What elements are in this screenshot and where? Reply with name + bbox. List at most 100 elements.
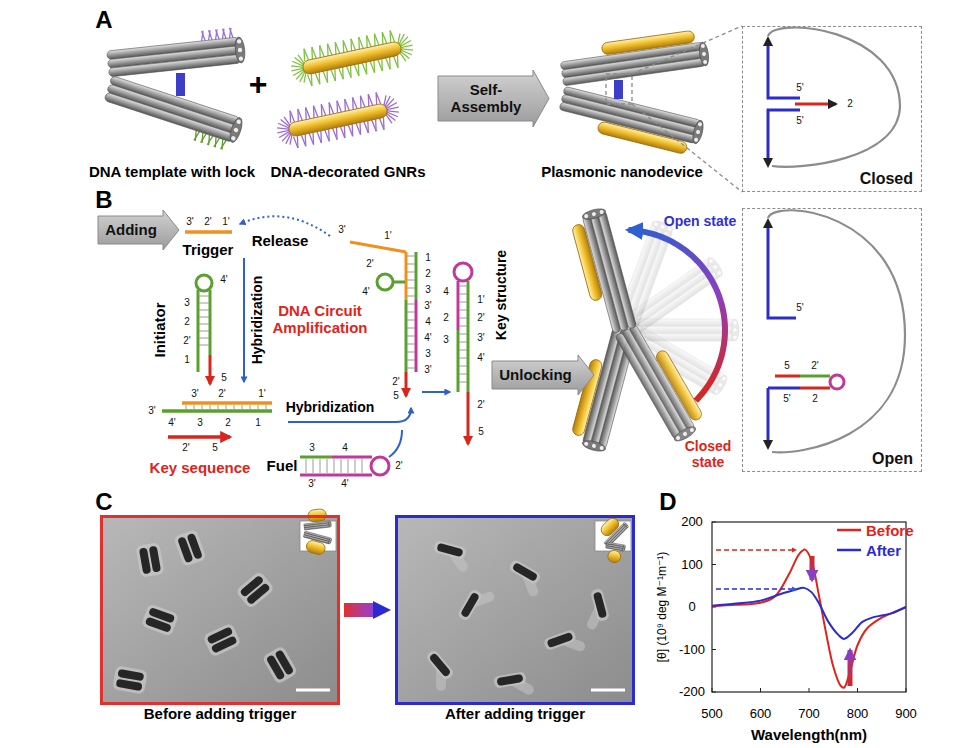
gold-nanorod <box>607 550 622 564</box>
domain-number: 3 <box>309 442 315 453</box>
dna-origami-bundle <box>559 29 710 86</box>
step-label: DNA Circuit Amplification <box>268 303 372 337</box>
zoom-marker <box>606 74 632 104</box>
base-pair <box>306 459 307 473</box>
gold-nanorod <box>654 349 703 423</box>
bundle-end <box>622 545 625 551</box>
nanorod <box>149 546 161 573</box>
base-pair <box>258 405 259 409</box>
strand-end <box>763 218 773 228</box>
transition-arrow <box>344 610 373 611</box>
helix-hole <box>329 521 330 522</box>
domain-number: 2' <box>395 460 402 471</box>
domain-number: 2 <box>812 393 818 404</box>
helix-hole <box>599 210 604 215</box>
nanorod <box>436 543 463 557</box>
strand-name: Fuel <box>267 458 298 475</box>
key-strand <box>800 387 830 390</box>
axis-tick-mark <box>712 564 716 565</box>
transition-arrow-shaft <box>344 603 373 617</box>
origami-halo <box>235 571 275 610</box>
helix-hole <box>721 376 726 381</box>
helix-hole <box>733 321 737 325</box>
legend-entry: Before <box>836 520 914 540</box>
dna-decorated-gnr <box>273 89 402 152</box>
dna-origami-bundle <box>595 513 629 547</box>
helix-hole <box>717 270 722 275</box>
dna-strand <box>390 30 394 42</box>
base-pair <box>199 338 209 339</box>
domain-number: 2' <box>811 360 818 371</box>
dna-strand <box>376 92 380 104</box>
domain-number: 3' <box>148 405 155 416</box>
axis-title: Wavelength(nm) <box>751 727 867 744</box>
block-arrow-body <box>438 70 549 127</box>
strand-name: Key structure <box>494 250 510 340</box>
dna-strand <box>319 131 323 143</box>
axis-tick: -200 <box>679 685 705 700</box>
base-pair <box>234 405 235 409</box>
dna-origami-bundle <box>569 207 637 337</box>
gold-nanorod <box>601 30 695 55</box>
dna-helix-tube <box>104 92 235 142</box>
base-pair <box>327 459 328 473</box>
dna-strand <box>193 131 198 141</box>
gold-nanorod <box>302 41 403 75</box>
gold-nanorod <box>599 516 621 538</box>
helix-hole <box>625 524 626 525</box>
helix-hole <box>329 540 330 541</box>
sem-particle <box>429 540 474 575</box>
base-pair <box>407 352 415 353</box>
dna-helix-tube <box>304 525 330 530</box>
base-pair <box>459 286 467 287</box>
domain-number: 5 <box>212 442 218 453</box>
strand-line <box>168 435 230 439</box>
nanorod <box>429 652 452 677</box>
strand-end <box>763 158 773 168</box>
dna-strand <box>374 119 378 131</box>
scale-bar <box>591 689 625 692</box>
strand-line <box>332 456 372 459</box>
domain-number: 4 <box>425 316 431 327</box>
base-pair <box>459 334 467 335</box>
dna-origami-bundle <box>615 318 709 444</box>
domain-number: 5 <box>393 390 399 401</box>
helix-hole <box>694 137 699 142</box>
dna-origami-bundle <box>106 27 246 77</box>
dna-strand <box>367 35 371 47</box>
connector-group <box>344 610 373 611</box>
domain-number: 5' <box>796 302 803 313</box>
caption: DNA-decorated GNRs <box>270 164 425 181</box>
sem-particle <box>262 645 299 685</box>
sem-particle <box>235 571 275 610</box>
helix-hole <box>233 127 238 132</box>
base-pair <box>355 459 356 473</box>
base-pair <box>186 405 187 409</box>
domain-number: 2 <box>847 98 853 109</box>
strand-line <box>405 252 408 300</box>
origami-halo <box>262 645 299 685</box>
step-label: Hybridization <box>250 276 266 365</box>
dna-strand <box>335 127 339 139</box>
change-arrow <box>848 650 853 686</box>
base-pair <box>459 318 467 319</box>
nanorod <box>246 582 271 605</box>
axis-tick-mark <box>857 688 858 692</box>
zoom-box: Closed <box>742 26 922 192</box>
plot-frame <box>712 522 906 692</box>
domain-number: 5' <box>783 393 790 404</box>
dna-helix-tube <box>615 332 682 440</box>
helix-hole <box>733 336 737 340</box>
dna-strand <box>350 124 354 136</box>
change-arrow <box>810 556 815 580</box>
lock-strand <box>775 375 800 378</box>
image-frame: Before adding trigger <box>100 515 340 705</box>
node-label: Self-Assembly <box>445 81 527 116</box>
nanorod <box>546 632 573 648</box>
sem-image <box>396 516 634 704</box>
dna-decorated-gnr <box>287 27 416 90</box>
dna-strand <box>216 29 220 39</box>
origami-halo <box>202 622 241 657</box>
dna-strand <box>314 105 318 117</box>
strand-line <box>182 401 272 405</box>
